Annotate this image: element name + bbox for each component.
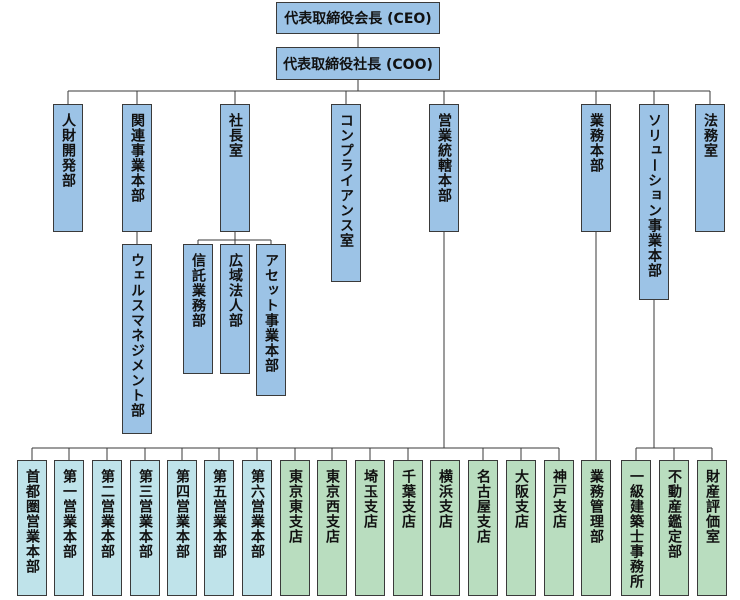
unit-asset-business: アセット事業本部 <box>256 244 286 396</box>
dept-president-office: 社長室 <box>220 104 250 232</box>
branch: 千葉支店 <box>393 460 423 596</box>
sales-division: 第四営業本部 <box>167 460 197 596</box>
unit-regional-corporate: 広域法人部 <box>220 244 250 374</box>
unit-trust-operations: 信託業務部 <box>183 244 213 374</box>
dept-operations: 業務本部 <box>581 104 611 232</box>
sales-division: 第一営業本部 <box>54 460 84 596</box>
sales-division: 第二営業本部 <box>92 460 122 596</box>
unit-ops-management: 業務管理部 <box>581 460 611 596</box>
unit-wealth-management: ウェルスマネジメント部 <box>122 244 152 434</box>
unit-architect-office: 一級建築士事務所 <box>621 460 651 596</box>
branch: 埼玉支店 <box>355 460 385 596</box>
dept-related-business: 関連事業本部 <box>122 104 152 232</box>
sales-division: 第六営業本部 <box>242 460 272 596</box>
dept-legal: 法務室 <box>695 104 725 232</box>
sales-division: 第三営業本部 <box>130 460 160 596</box>
dept-hr: 人財開発部 <box>53 104 83 232</box>
dept-solutions: ソリューション事業本部 <box>639 104 669 300</box>
branch: 名古屋支店 <box>468 460 498 596</box>
sales-division: 第五営業本部 <box>204 460 234 596</box>
dept-compliance: コンプライアンス室 <box>331 104 361 282</box>
sales-division: 首都圏営業本部 <box>17 460 47 596</box>
branch: 東京東支店 <box>280 460 310 596</box>
coo-box: 代表取締役社長 (COO) <box>276 47 440 80</box>
branch: 東京西支店 <box>317 460 347 596</box>
dept-sales-hq: 営業統轄本部 <box>429 104 459 232</box>
branch: 横浜支店 <box>430 460 460 596</box>
ceo-box: 代表取締役会長 (CEO) <box>276 2 440 34</box>
branch: 神戸支店 <box>544 460 574 596</box>
branch: 大阪支店 <box>506 460 536 596</box>
unit-appraisal: 不動産鑑定部 <box>659 460 689 596</box>
unit-asset-valuation: 財産評価室 <box>697 460 727 596</box>
